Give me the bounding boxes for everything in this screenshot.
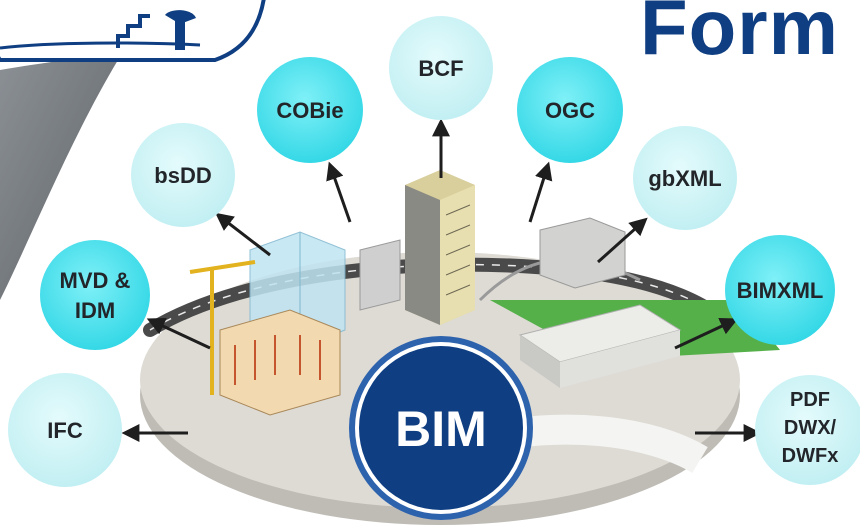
bubble-pdf-label-line2: DWX/	[784, 417, 837, 439]
bubble-ifc-label: IFC	[47, 418, 83, 443]
bubble-bsdd-label: bsDD	[154, 163, 211, 188]
arrow-to-bimxml	[674, 317, 739, 350]
arrow-to-ogc	[528, 161, 553, 223]
bubble-gbxml-label: gbXML	[648, 166, 721, 191]
arrow-to-gbxml	[597, 217, 648, 264]
bim-center-label: BIM	[395, 401, 487, 457]
bubble-mvd-idm: MVD & IDM	[40, 240, 150, 350]
format-bubbles: BCF COBie OGC bsDD gbXML MVD & IDM	[8, 16, 860, 487]
arrow-to-mvd-idm	[146, 317, 211, 350]
logo	[0, 0, 266, 62]
page-title: Form	[640, 0, 839, 71]
arrow-to-bsdd	[215, 212, 271, 257]
bubble-cobie-label: COBie	[276, 98, 343, 123]
arrow-to-cobie	[326, 161, 352, 223]
bubble-pdf-label-line3: DWFx	[782, 445, 839, 467]
bubble-pdf-dwx-dwfx: PDF DWX/ DWFx	[755, 375, 860, 485]
bubble-bimxml-label: BIMXML	[737, 278, 824, 303]
arrows	[121, 118, 762, 442]
bubble-bsdd: bsDD	[131, 123, 235, 227]
bubble-mvd-idm-label-line2: IDM	[75, 298, 115, 323]
bubble-bcf-label: BCF	[418, 56, 463, 81]
bubble-cobie: COBie	[257, 57, 363, 163]
bubble-ogc-label: OGC	[545, 98, 595, 123]
bubble-ogc: OGC	[517, 57, 623, 163]
bubble-ifc: IFC	[8, 373, 122, 487]
grey-swoosh	[0, 58, 118, 300]
bubble-gbxml: gbXML	[633, 126, 737, 230]
bubble-bimxml: BIMXML	[725, 235, 835, 345]
bubble-bcf: BCF	[389, 16, 493, 120]
bubble-mvd-idm-label-line1: MVD &	[60, 268, 131, 293]
crane	[189, 260, 256, 395]
bim-center: BIM	[349, 336, 533, 520]
bubble-pdf-label-line1: PDF	[790, 389, 830, 411]
